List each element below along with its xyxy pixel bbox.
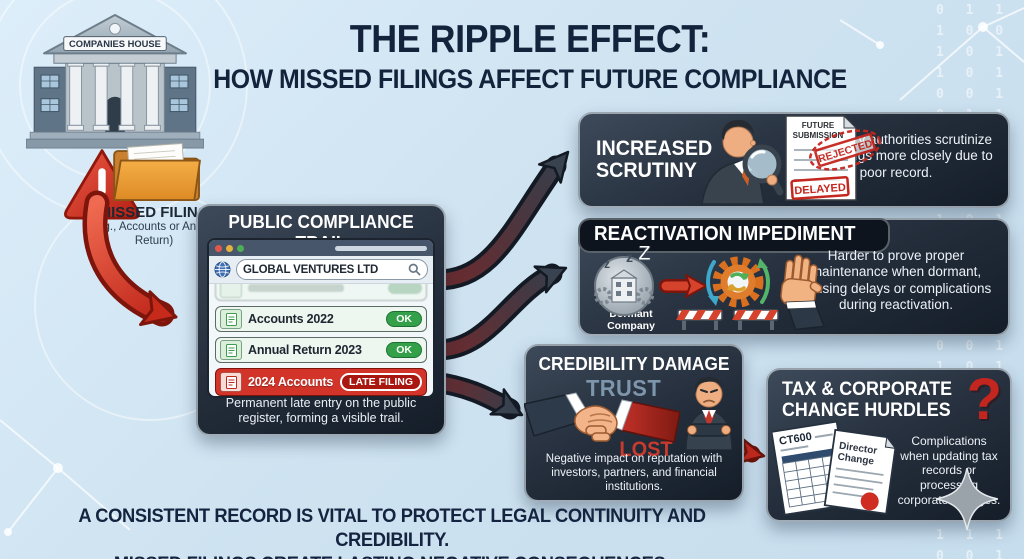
sparkle-icon [936, 468, 998, 530]
search-input-value: GLOBAL VENTURES LTD [243, 263, 379, 276]
reactivation-impediment-title: REACTIVATION IMPEDIMENT [594, 223, 856, 245]
increased-scrutiny-box: INCREASED SCRUTINY Regulatory authoritie… [578, 112, 1010, 208]
status-badge-ok: OK [386, 311, 422, 327]
increased-scrutiny-title: INCREASED SCRUTINY [596, 137, 713, 183]
public-compliance-trail-panel: PUBLIC COMPLIANCE TRAIL GLOBA [196, 204, 446, 436]
tax-corporate-hurdles-text: Complications when updating tax records … [897, 434, 1001, 507]
reactivation-impediment-titlebar: REACTIVATION IMPEDIMENT [578, 218, 891, 253]
companies-house-building-icon: COMPANIES HOUSE [26, 13, 204, 149]
browser-search-bar: GLOBAL VENTURES LTD [209, 256, 433, 284]
filing-label: Annual Return 2023 [248, 343, 362, 357]
status-badge-ok: OK [386, 342, 422, 358]
title-line1: THE RIPPLE EFFECT: [349, 18, 711, 61]
document-icon [220, 284, 242, 298]
footer-statement: A CONSISTENT RECORD IS VITAL TO PROTECT … [24, 505, 760, 559]
missed-filing-folder-icon [113, 143, 201, 202]
document-icon [220, 372, 242, 392]
footer-line1: A CONSISTENT RECORD IS VITAL TO PROTECT … [78, 505, 706, 551]
trail-caption: Permanent late entry on the public regis… [225, 395, 417, 426]
page-title: THE RIPPLE EFFECT: HOW MISSED FILINGS AF… [170, 18, 890, 95]
credibility-damage-text: Negative impact on reputation with inves… [545, 452, 723, 493]
lost-word: LOST [619, 438, 673, 461]
trust-word: TRUST [585, 375, 662, 401]
credibility-damage-box: CREDIBILITY DAMAGE TRUST LOST Negative i… [524, 344, 744, 502]
building-banner-label: COMPANIES HOUSE [69, 39, 161, 49]
browser-window: GLOBAL VENTURES LTD Acco [207, 238, 435, 398]
question-mark-icon: ? [966, 367, 1002, 432]
filing-row-late[interactable]: 2024 Accounts LATE FILING [215, 368, 427, 396]
search-input[interactable]: GLOBAL VENTURES LTD [236, 259, 428, 280]
document-icon [220, 340, 242, 360]
filing-row[interactable]: Accounts 2022 OK [215, 306, 427, 332]
filing-label: Accounts 2022 [248, 312, 334, 326]
title-line2: HOW MISSED FILINGS AFFECT FUTURE COMPLIA… [213, 64, 847, 94]
window-minimize-dot[interactable] [226, 244, 233, 252]
window-close-dot[interactable] [215, 244, 222, 252]
reactivation-impediment-box: REACTIVATION IMPEDIMENT Dormant Company … [578, 218, 1010, 336]
faded-text [248, 284, 344, 292]
increased-scrutiny-text: Regulatory authorities scrutinize future… [799, 132, 993, 180]
status-badge-late: LATE FILING [340, 373, 422, 391]
document-icon [220, 309, 242, 329]
filing-list: Accounts 2022 OK Annual Return 2023 OK 2… [209, 284, 433, 396]
globe-icon [214, 261, 231, 278]
reactivation-impediment-text: Harder to prove proper maintenance when … [800, 248, 992, 313]
filing-row-clipped-top [215, 284, 427, 301]
browser-titlebar [209, 240, 433, 256]
tax-corporate-hurdles-title: TAX & CORPORATE CHANGE HURDLES [782, 379, 953, 421]
window-tab-pill [335, 245, 427, 251]
dormant-company-label: Dormant Company [607, 308, 655, 332]
footer-line2: MISSED FILINGS CREATE LASTING NEGATIVE C… [46, 553, 738, 559]
filing-label: 2024 Accounts [248, 375, 334, 389]
window-maximize-dot[interactable] [237, 244, 244, 252]
credibility-damage-title: CREDIBILITY DAMAGE [538, 353, 730, 374]
filing-row[interactable]: Annual Return 2023 OK [215, 337, 427, 363]
faded-badge [388, 284, 422, 294]
search-icon[interactable] [408, 263, 421, 276]
